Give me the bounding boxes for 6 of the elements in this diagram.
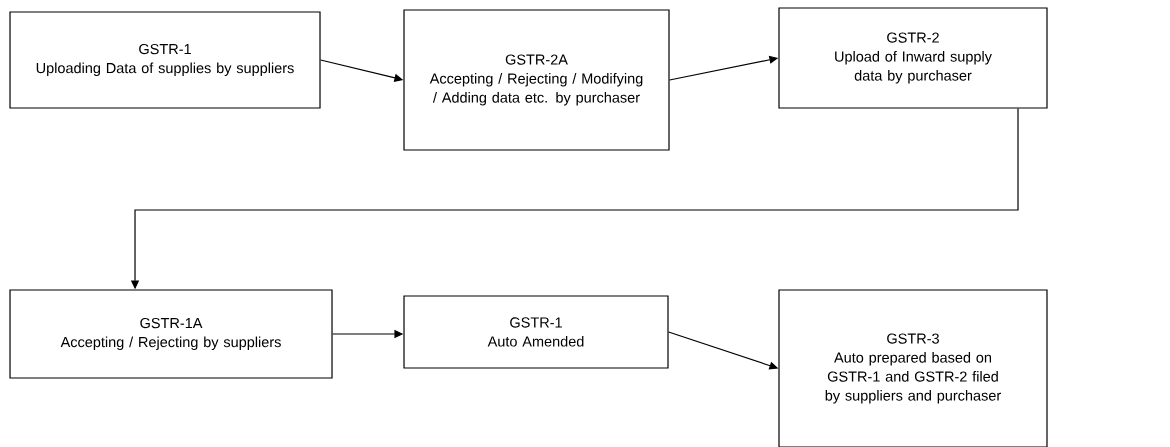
process-box: GSTR-2A Accepting / Rejecting / Modifying / Adding data etc. by purchaser: [403, 9, 670, 151]
process-box: GSTR-1 Uploading Data of supplies by suppliers: [9, 11, 321, 109]
process-box: GSTR-2 Upload of Inward supply data by purchaser: [778, 7, 1048, 109]
process-box: GSTR-1 Auto Amended: [403, 295, 669, 369]
process-box: GSTR-1A Accepting / Rejecting by suppliers: [9, 289, 333, 379]
process-box: GSTR-3 Auto prepared based on GSTR-1 and GSTR-2 filed by suppliers and purchaser: [778, 289, 1048, 447]
